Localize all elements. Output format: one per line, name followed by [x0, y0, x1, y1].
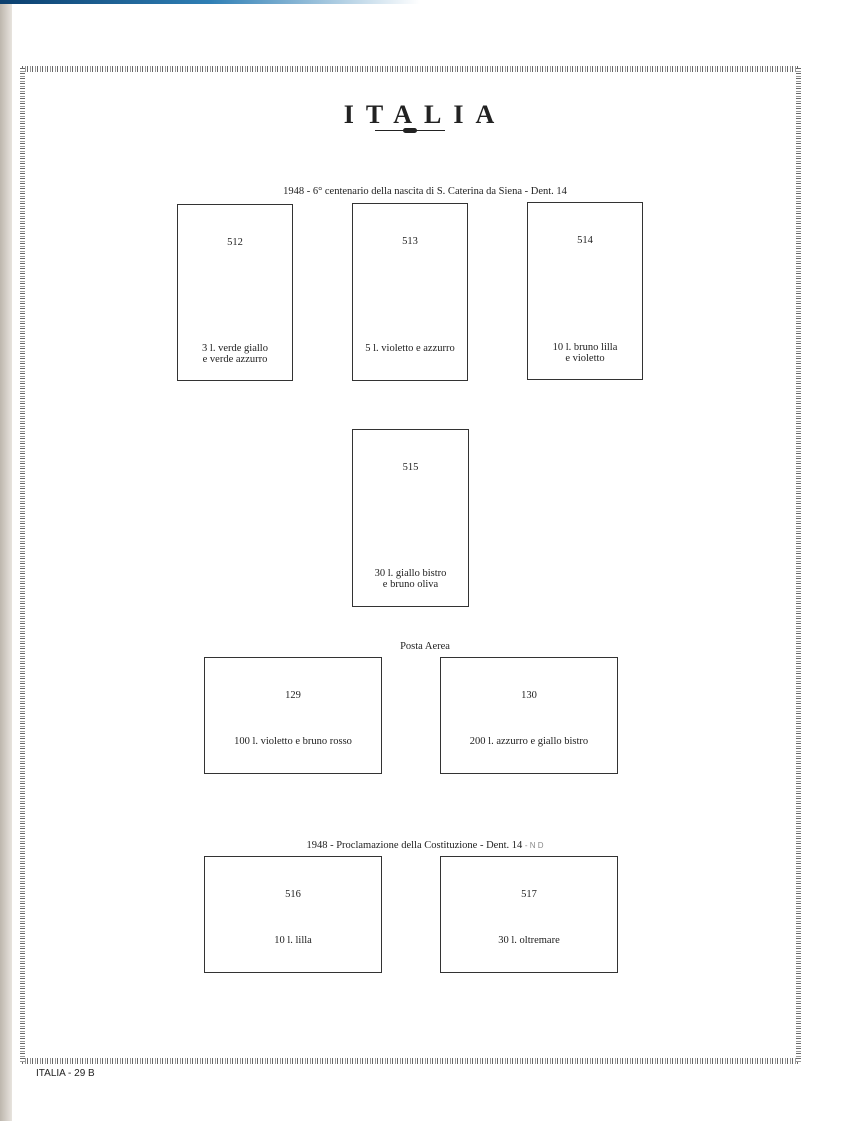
- stamp-number: 517: [521, 889, 537, 900]
- section-caption: 1948 - Proclamazione della Costituzione …: [0, 840, 850, 851]
- stamp-slot: 512 3 l. verde giallo e verde azzurro: [177, 204, 293, 381]
- stamp-desc: 30 l. giallo bistro: [374, 568, 447, 579]
- stamp-slot: 514 10 l. bruno lilla e violetto: [527, 202, 643, 380]
- stamp-slot: 516 10 l. lilla: [204, 856, 382, 973]
- frame-right: [796, 68, 801, 1062]
- stamp-desc: 10 l. lilla: [274, 935, 312, 946]
- stamp-desc: e verde azzurro: [202, 354, 268, 365]
- stamp-desc: 3 l. verde giallo: [202, 343, 268, 354]
- page-footer: ITALIA - 29 B: [36, 1068, 95, 1079]
- stamp-desc: 5 l. violetto e azzurro: [365, 343, 455, 354]
- stamp-slot: 513 5 l. violetto e azzurro: [352, 203, 468, 381]
- page-title: ITALIA: [343, 100, 507, 129]
- scan-edge: [0, 0, 12, 1121]
- stamp-number: 514: [577, 235, 593, 246]
- stamp-desc: 200 l. azzurro e giallo bistro: [469, 736, 589, 747]
- stamp-slot: 515 30 l. giallo bistro e bruno oliva: [352, 429, 469, 607]
- stamp-desc: e violetto: [565, 353, 605, 364]
- stamp-number: 515: [402, 462, 419, 473]
- scan-artifact: [0, 0, 420, 4]
- stamp-desc: 100 l. violetto e bruno rosso: [234, 736, 352, 747]
- stamp-desc: e bruno oliva: [382, 579, 439, 590]
- frame-bottom: [22, 1058, 800, 1064]
- title-ornament: [375, 128, 445, 133]
- stamp-slot: 129 100 l. violetto e bruno rosso: [204, 657, 382, 774]
- stamp-number: 512: [227, 237, 243, 248]
- stamp-number: 129: [285, 690, 301, 701]
- stamp-desc: 30 l. oltremare: [498, 935, 560, 946]
- frame-left: [20, 68, 25, 1062]
- frame-top: [22, 66, 800, 72]
- stamp-number: 513: [402, 236, 418, 247]
- caption-text: 1948 - Proclamazione della Costituzione …: [306, 840, 523, 851]
- stamp-number: 516: [285, 889, 301, 900]
- section-caption: 1948 - 6° centenario della nascita di S.…: [283, 186, 567, 197]
- handwritten-note: - N D: [524, 841, 544, 850]
- section-caption: Posta Aerea: [400, 641, 450, 652]
- stamp-desc: 10 l. bruno lilla: [552, 342, 618, 353]
- stamp-slot: 130 200 l. azzurro e giallo bistro: [440, 657, 618, 774]
- stamp-number: 130: [521, 690, 537, 701]
- stamp-slot: 517 30 l. oltremare: [440, 856, 618, 973]
